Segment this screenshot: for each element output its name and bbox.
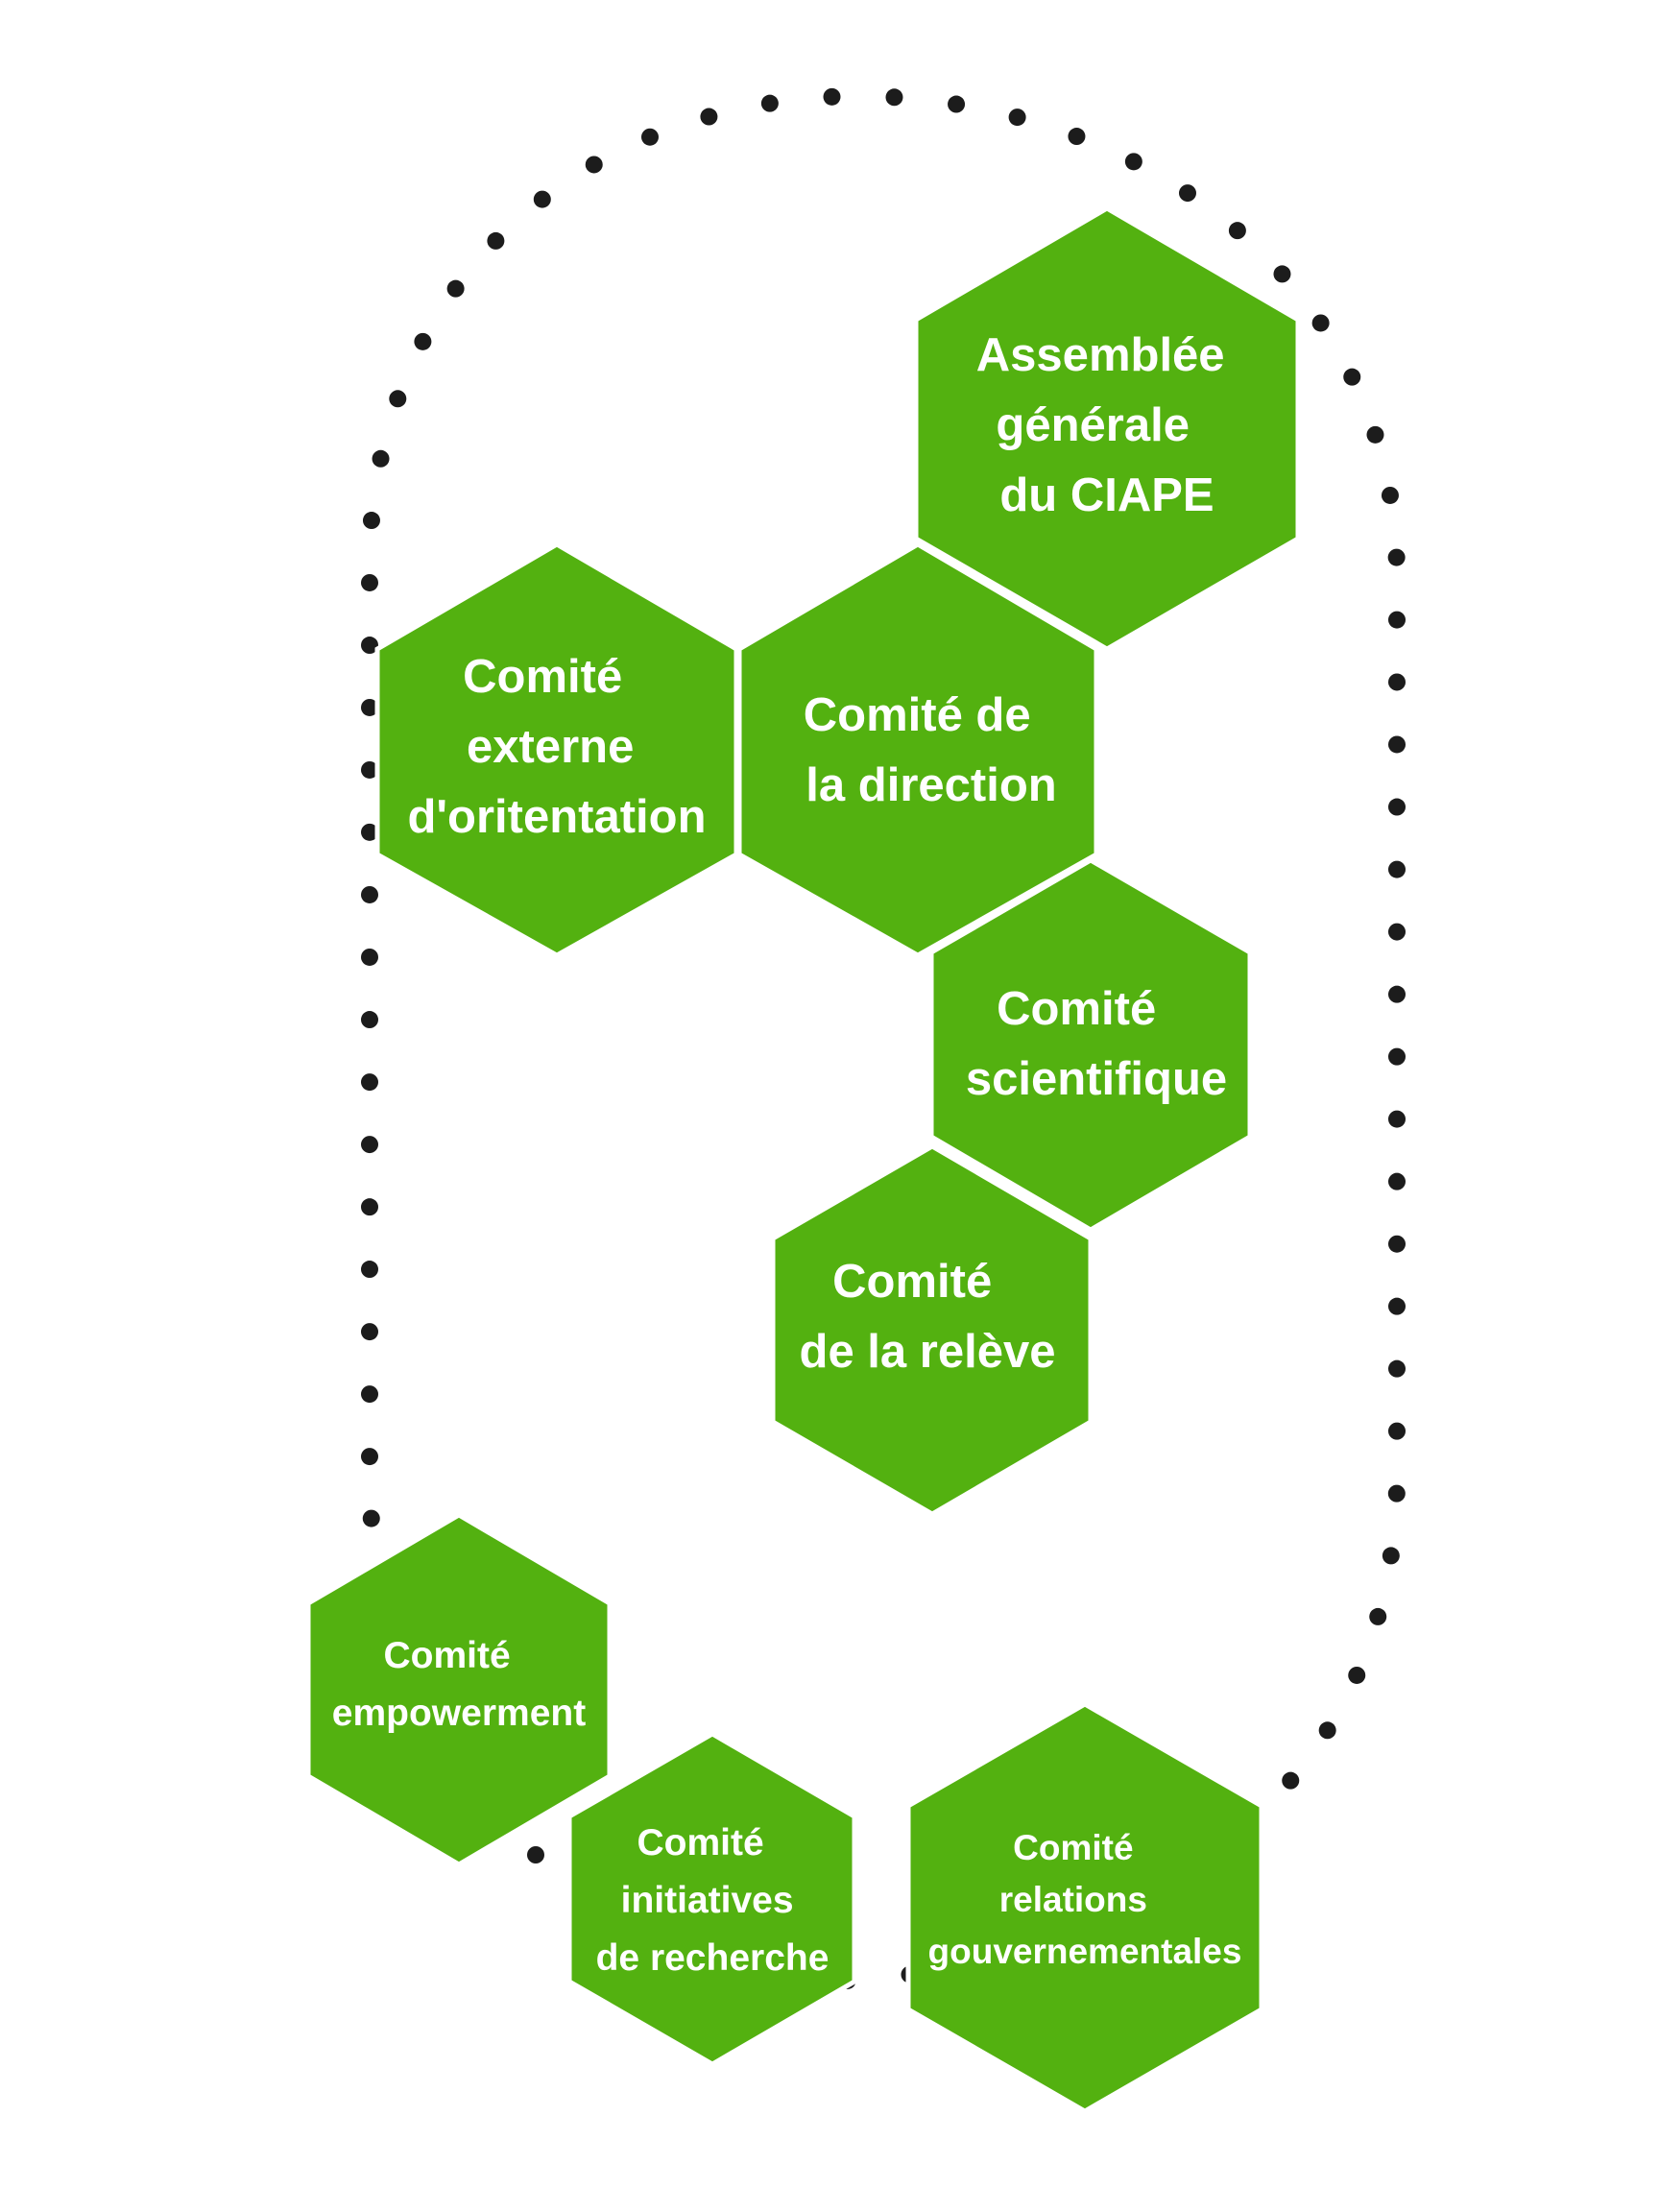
hexagon-label-line: Comité [637,1822,763,1863]
hexagon-label-line: la direction [805,759,1056,811]
hexagon-label-line: du CIAPE [999,469,1214,521]
hexagon-comite-relations: Comité relations gouvernementales [905,1701,1264,2114]
hexagon-shape [566,1731,857,2067]
hexagon-label-line: empowerment [332,1693,586,1734]
hexagon-comite-externe: Comité externe d'oritentation [374,541,739,958]
hexagon-label-line: Comité [832,1256,992,1308]
hexagon-shape [374,541,739,958]
hexagon-label: Comité de la relève [800,1256,1056,1378]
hexagon-label: Comité de la direction [804,689,1057,811]
hexagon-label-line: gouvernementales [928,1932,1242,1971]
hexagon-label-line: de la relève [800,1326,1056,1378]
hexagon-shape [913,205,1301,652]
hexagon-label-line: scientifique [966,1053,1227,1105]
hexagon-label: Comité empowerment [332,1635,586,1734]
hexagon-label: Comité scientifique [966,983,1227,1105]
hexagon-label-line: de recherche [596,1937,830,1979]
hexagon-label-line: Comité [463,651,622,703]
hexagon-label: Assemblée générale du CIAPE [976,329,1238,521]
hexagon-label-line: d'oritentation [407,791,706,843]
hexagon-label-line: relations [999,1880,1147,1919]
hexagon-shape [770,1143,1094,1517]
hexagon-label-line: initiatives [621,1880,794,1921]
hexagon-comite-empowerment: Comité empowerment [305,1512,613,1867]
hexagon-shape [305,1512,613,1867]
hexagon-comite-initiatives: Comité initiatives de recherche [566,1731,857,2067]
hexagon-comite-releve: Comité de la relève [770,1143,1094,1517]
hexagon-shape [928,857,1253,1233]
hexagon-comite-scientifique: Comité scientifique [928,857,1253,1233]
hexagon-comite-direction: Comité de la direction [736,541,1099,958]
hexagon-shape [905,1701,1264,2114]
hexagon-label-line: Assemblée [976,329,1225,381]
hexagon-label: Comité relations gouvernementales [928,1828,1242,1971]
hexagon-label-line: Comité de [804,689,1031,741]
hexagon-assemblee-generale: Assemblée générale du CIAPE [913,205,1301,652]
hexagon-label-line: Comité [383,1635,510,1676]
hexagon-label-line: externe [467,721,634,773]
hexagon-label: Comité initiatives de recherche [596,1822,830,1979]
hexagon-label: Comité externe d'oritentation [407,651,706,843]
hexagon-label-line: Comité [997,983,1156,1035]
hexagon-shape [736,541,1099,958]
hexagon-label-line: Comité [1013,1828,1133,1867]
hexagon-label-line: générale [996,399,1190,451]
